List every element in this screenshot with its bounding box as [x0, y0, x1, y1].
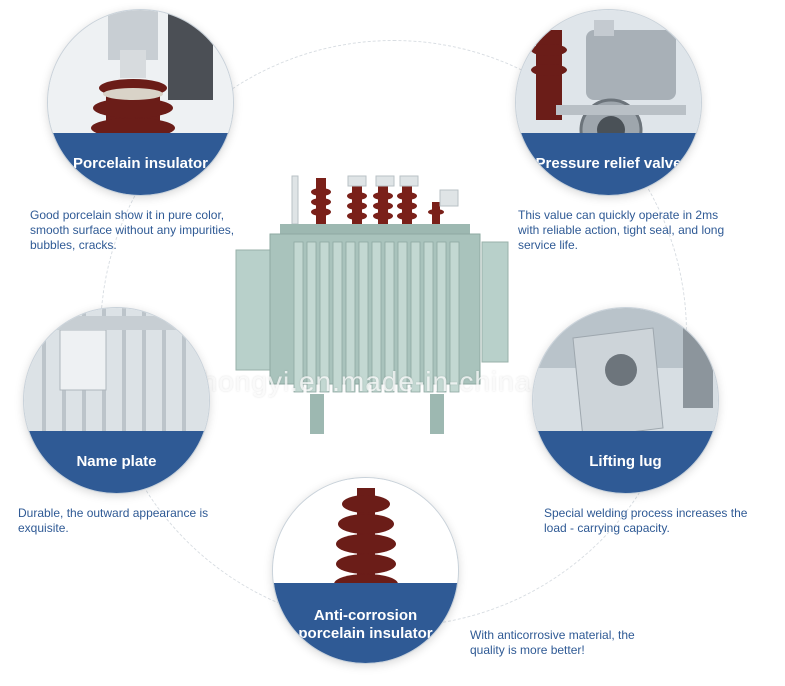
pressure-relief-valve-title: Pressure relief valve [516, 133, 701, 195]
lifting-lug-title: Lifting lug [533, 431, 718, 493]
lifting-lug-circle: Lifting lug [533, 308, 718, 493]
anti-corrosion-insulator-circle: Anti-corrosion porcelain insulator [273, 478, 458, 663]
name-plate-description: Durable, the outward appearance is exqui… [18, 506, 209, 535]
anti-corrosion-insulator-description: With anticorrosive material, the quality… [470, 628, 635, 657]
name-plate-circle: Name plate [24, 308, 209, 493]
porcelain-insulator-circle: Porcelain insulator [48, 10, 233, 195]
porcelain-insulator-description: Good porcelain show it in pure color, sm… [30, 208, 235, 252]
pressure-relief-valve-circle: Pressure relief valve [516, 10, 701, 195]
porcelain-insulator-title: Porcelain insulator [48, 133, 233, 195]
pressure-relief-valve-description: This value can quickly operate in 2ms wi… [518, 208, 725, 252]
name-plate-title: Name plate [24, 431, 209, 493]
transformer-image [235, 175, 509, 434]
lifting-lug-description: Special welding process increases the lo… [544, 506, 748, 535]
anti-corrosion-insulator-title: Anti-corrosion porcelain insulator [273, 583, 458, 663]
